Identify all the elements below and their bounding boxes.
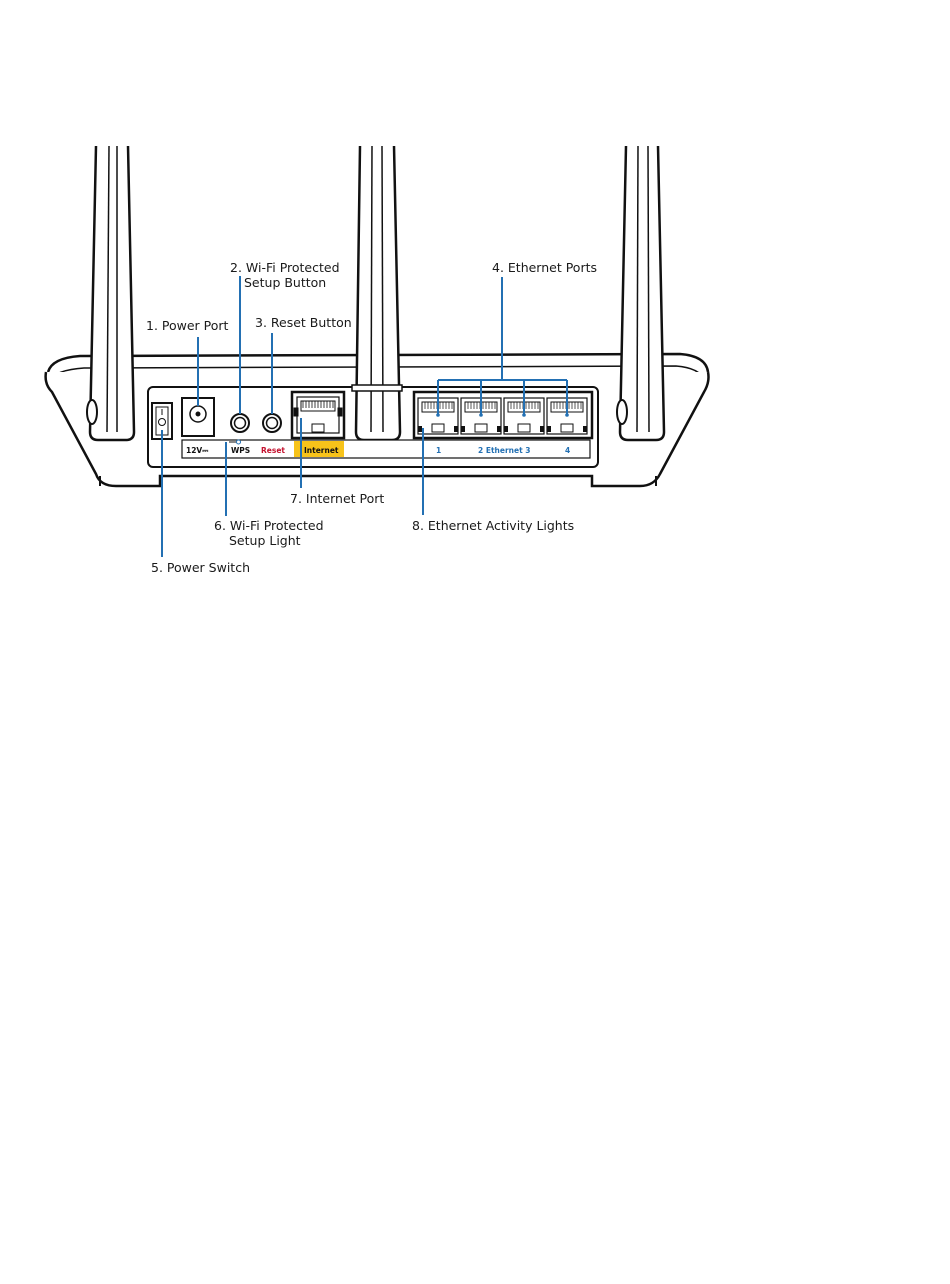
antenna-left [87, 146, 134, 440]
panel-label-12v: 12V⎓ [186, 446, 209, 455]
callout-ethernet-ports: 4. Ethernet Ports [492, 260, 597, 275]
callout-ethernet-lights: 8. Ethernet Activity Lights [412, 518, 574, 533]
panel-label-reset: Reset [261, 446, 285, 455]
callout-wps-button-line2: Setup Button [244, 275, 326, 290]
wps-button [231, 414, 249, 432]
panel-label-wps: WPS [231, 446, 250, 455]
panel-label-internet: Internet [304, 446, 339, 455]
reset-button [263, 414, 281, 432]
callout-power-port: 1. Power Port [146, 318, 229, 333]
panel-label-eth-1: 1 [436, 446, 441, 455]
callout-power-switch: 5. Power Switch [151, 560, 250, 575]
callout-reset-button: 3. Reset Button [255, 315, 352, 330]
callout-wps-light-line2: Setup Light [229, 533, 301, 548]
antenna-right [617, 146, 664, 440]
panel-label-eth-4: 4 [565, 446, 570, 455]
callout-internet-port: 7. Internet Port [290, 491, 384, 506]
antenna-center [352, 146, 402, 440]
panel-label-eth-2-3: 2 Ethernet 3 [478, 446, 531, 455]
callout-wps-button-line1: 2. Wi-Fi Protected [230, 260, 340, 275]
internet-port-graphic [292, 392, 344, 438]
callout-wps-light-line1: 6. Wi-Fi Protected [214, 518, 324, 533]
